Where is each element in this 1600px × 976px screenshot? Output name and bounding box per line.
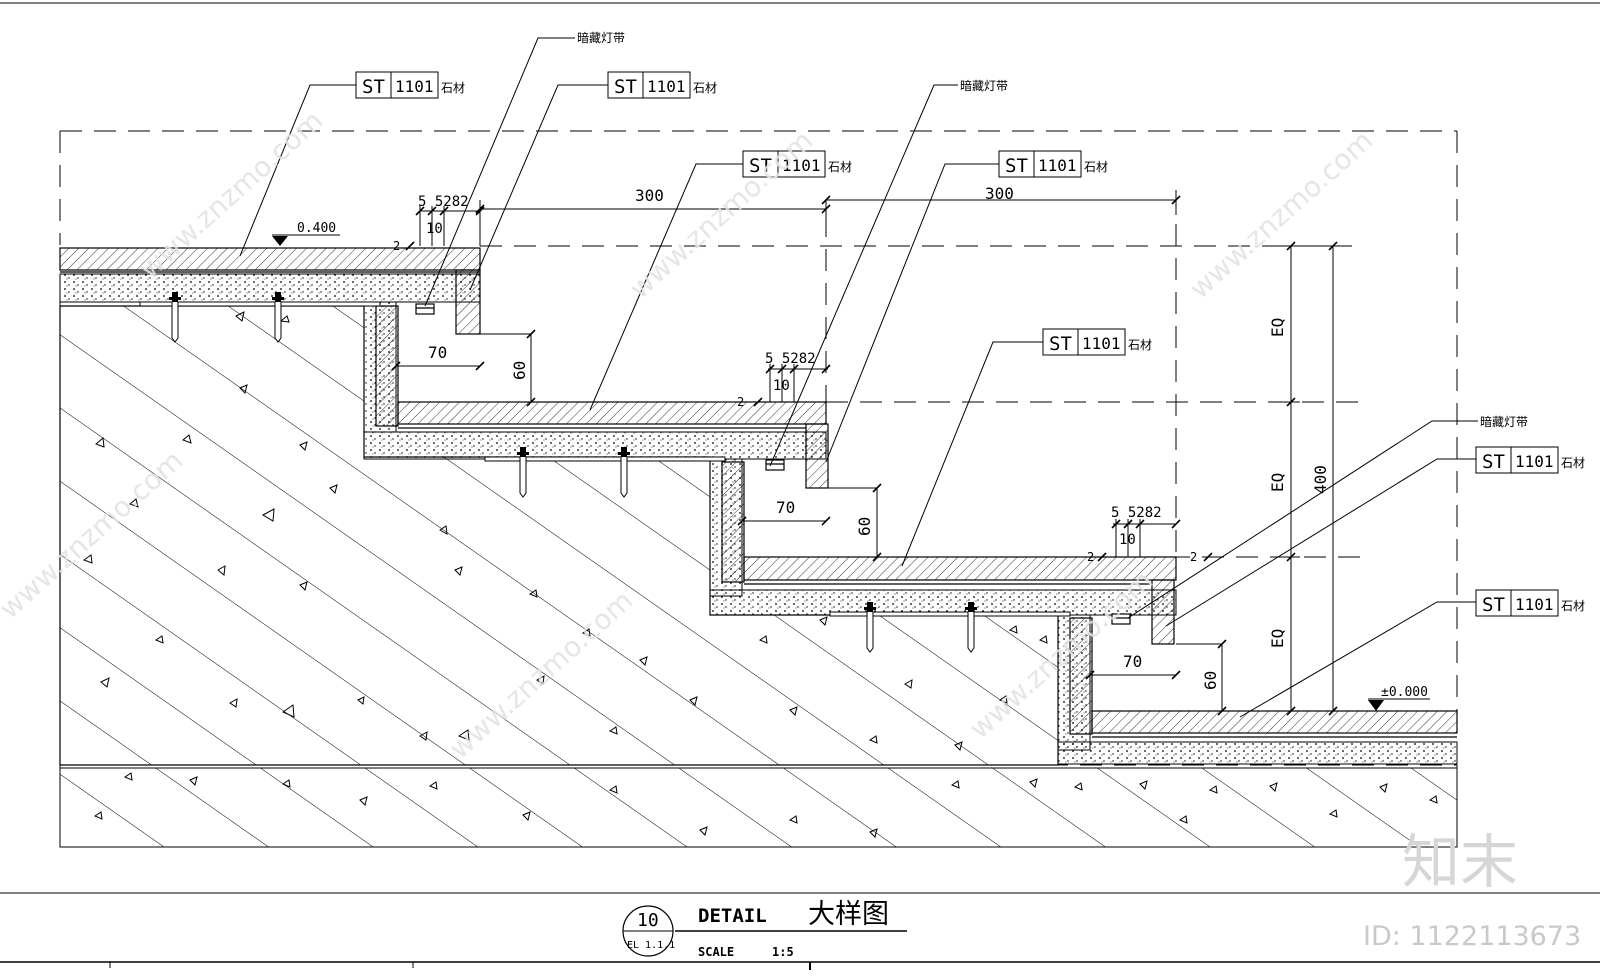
material-tag-1: ST 1101 石材 xyxy=(355,71,465,99)
svg-text:300: 300 xyxy=(985,184,1014,203)
svg-text:EQ: EQ xyxy=(1268,629,1287,648)
led-label-1: 暗藏灯带 xyxy=(577,30,625,45)
leader-lines xyxy=(239,37,1478,718)
svg-text:石材: 石材 xyxy=(1084,160,1108,174)
led-label-3: 暗藏灯带 xyxy=(1480,414,1528,429)
brand-watermark: 知末 xyxy=(1402,828,1518,896)
svg-text:5 5282: 5 5282 xyxy=(765,351,816,367)
svg-text:400: 400 xyxy=(1311,465,1330,494)
svg-text:300: 300 xyxy=(635,186,664,205)
svg-text:1101: 1101 xyxy=(782,156,821,175)
svg-text:石材: 石材 xyxy=(1128,338,1152,352)
material-tag-4: ST 1101 石材 xyxy=(998,150,1108,178)
svg-text:±0.000: ±0.000 xyxy=(1381,685,1428,700)
svg-text:0.400: 0.400 xyxy=(297,221,336,236)
svg-text:70: 70 xyxy=(1123,652,1142,671)
svg-text:ST: ST xyxy=(1482,451,1505,473)
svg-text:60: 60 xyxy=(1201,671,1220,690)
svg-text:2: 2 xyxy=(393,239,400,253)
svg-text:大样图: 大样图 xyxy=(808,899,889,930)
ground-slab xyxy=(59,767,1458,848)
svg-text:10: 10 xyxy=(773,378,790,394)
svg-text:5 5282: 5 5282 xyxy=(1111,505,1162,521)
svg-text:1101: 1101 xyxy=(1082,334,1121,353)
id-watermark: ID: 1122113673 xyxy=(1363,921,1581,952)
svg-text:10: 10 xyxy=(426,221,443,237)
material-tag-3: ST 1101 石材 xyxy=(742,150,852,178)
svg-text:1:5: 1:5 xyxy=(772,945,794,959)
svg-text:SCALE: SCALE xyxy=(698,945,734,959)
svg-text:www.znzmo.com: www.znzmo.com xyxy=(1183,124,1380,306)
svg-text:石材: 石材 xyxy=(828,160,852,174)
material-tag-6: ST 1101 石材 xyxy=(1475,446,1585,474)
svg-text:60: 60 xyxy=(510,361,529,380)
svg-text:1101: 1101 xyxy=(1038,156,1077,175)
dimension-lines xyxy=(396,190,1340,712)
svg-text:EL 1.1.1: EL 1.1.1 xyxy=(627,940,675,951)
svg-text:EQ: EQ xyxy=(1268,473,1287,492)
svg-text:70: 70 xyxy=(776,498,795,517)
led-channels xyxy=(415,303,1131,625)
aggregate-marks xyxy=(82,311,1438,838)
svg-text:ST: ST xyxy=(614,76,637,98)
material-tag-7: ST 1101 石材 xyxy=(1475,589,1585,617)
material-tag-2: ST 1101 石材 xyxy=(607,71,717,99)
stone-cladding xyxy=(59,247,1458,738)
svg-text:10: 10 xyxy=(1119,532,1136,548)
svg-text:60: 60 xyxy=(855,517,874,536)
svg-text:1101: 1101 xyxy=(1515,595,1554,614)
anchor-bolts xyxy=(139,291,1071,653)
svg-text:ST: ST xyxy=(1482,594,1505,616)
svg-text:1101: 1101 xyxy=(1515,452,1554,471)
detail-title-block: 10 EL 1.1.1 DETAIL 大样图 SCALE 1:5 xyxy=(622,899,907,959)
svg-text:2: 2 xyxy=(1190,550,1197,564)
svg-text:1101: 1101 xyxy=(647,77,686,96)
svg-text:DETAIL: DETAIL xyxy=(698,905,767,927)
svg-text:ST: ST xyxy=(1005,155,1028,177)
svg-text:70: 70 xyxy=(428,343,447,362)
svg-text:石材: 石材 xyxy=(693,81,717,95)
svg-text:石材: 石材 xyxy=(441,81,465,95)
svg-text:www.znzmo.com: www.znzmo.com xyxy=(623,124,820,306)
svg-text:石材: 石材 xyxy=(1561,599,1585,613)
svg-text:ST: ST xyxy=(362,76,385,98)
svg-text:2: 2 xyxy=(1087,550,1094,564)
material-tag-5: ST 1101 石材 xyxy=(1042,328,1152,356)
svg-text:5 5282: 5 5282 xyxy=(418,194,469,210)
svg-text:ST: ST xyxy=(1049,333,1072,355)
svg-text:10: 10 xyxy=(637,910,659,931)
level-marker-bottom: ±0.000 xyxy=(1368,685,1430,711)
svg-text:2: 2 xyxy=(737,395,744,409)
svg-text:1101: 1101 xyxy=(395,77,434,96)
dimension-texts: 300 300 5 5282 10 5 5282 10 5 5282 10 2 … xyxy=(393,184,1330,690)
led-label-2: 暗藏灯带 xyxy=(960,78,1008,93)
svg-text:ST: ST xyxy=(749,155,772,177)
level-marker-top: 0.400 xyxy=(272,221,340,246)
concrete-structure xyxy=(59,305,1059,766)
svg-text:石材: 石材 xyxy=(1561,456,1585,470)
svg-text:EQ: EQ xyxy=(1268,318,1287,337)
